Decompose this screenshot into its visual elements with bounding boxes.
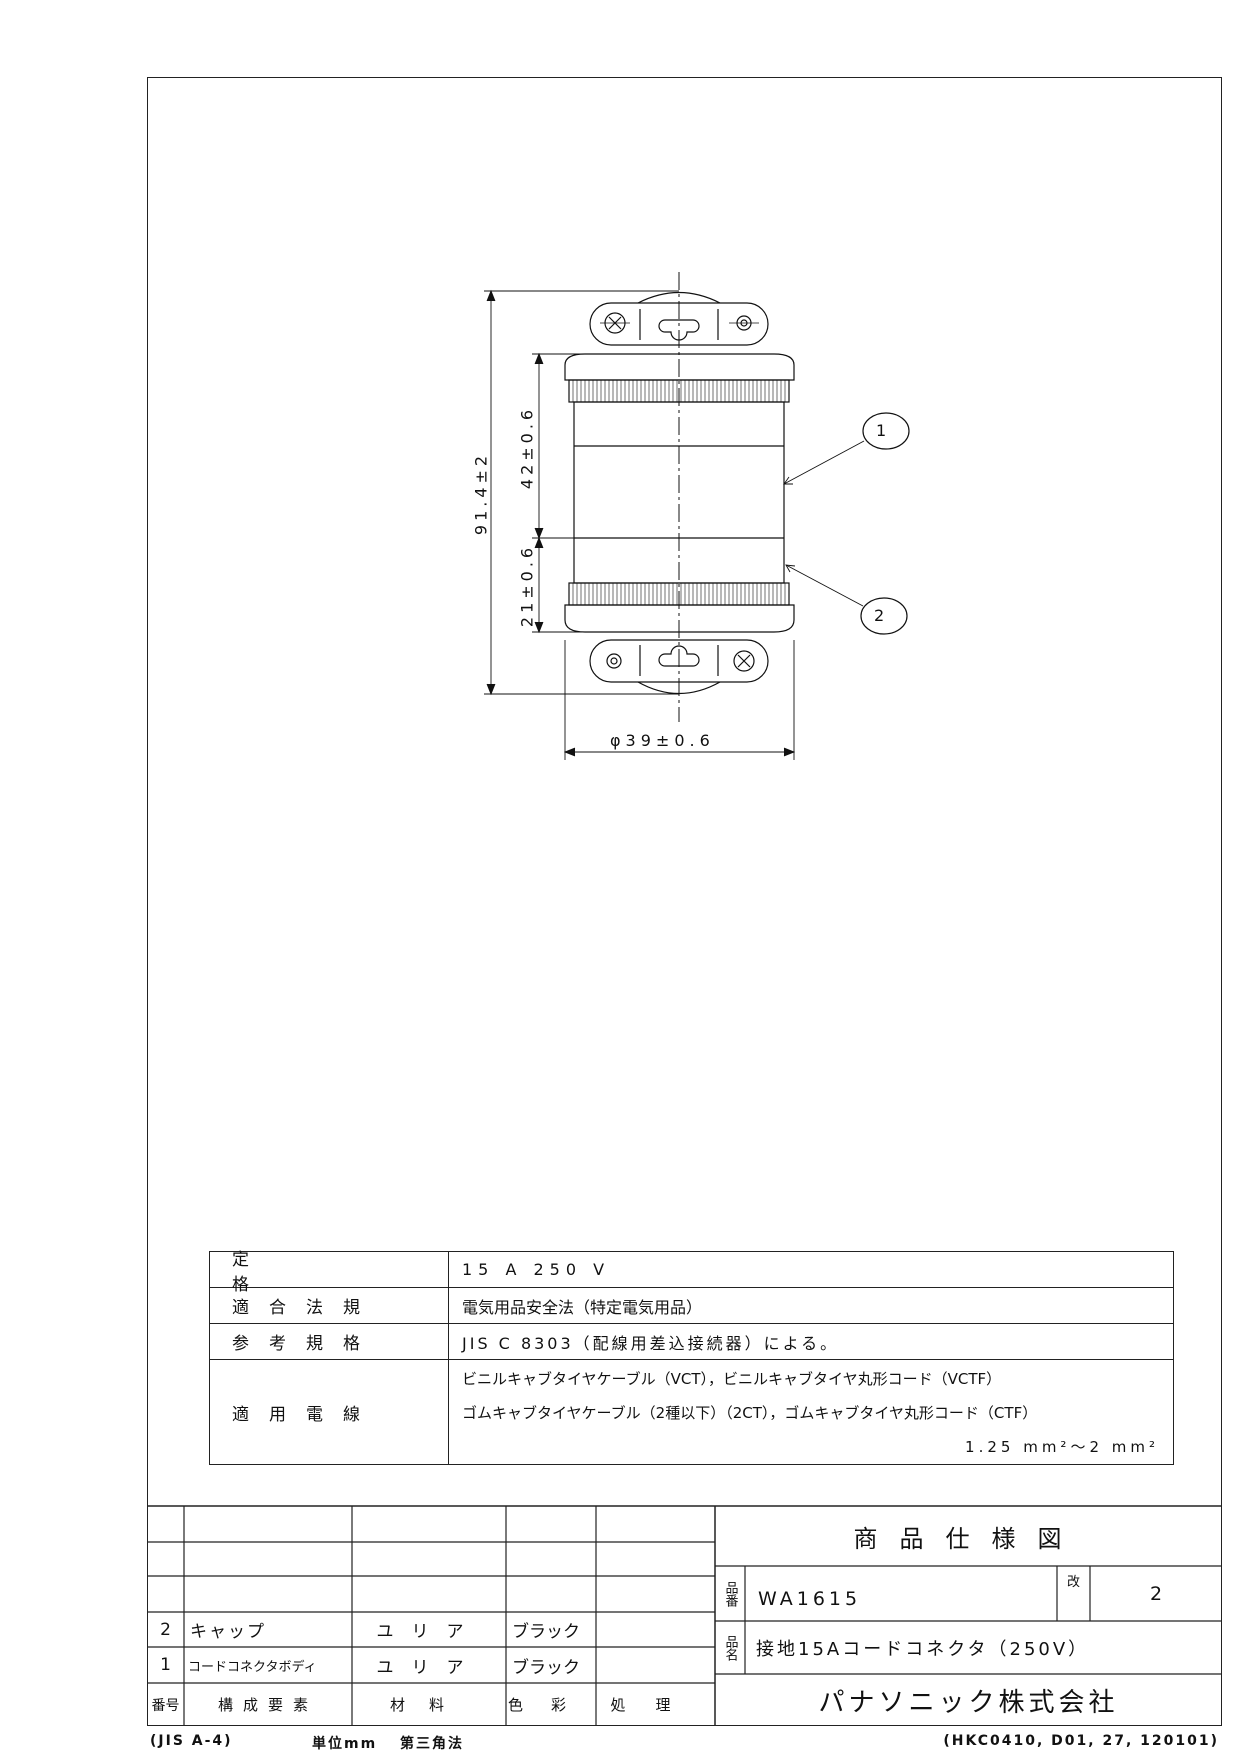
spec-value: JIS C 8303（配線用差込接続器）による。 xyxy=(462,1333,840,1353)
part-component: コードコネクタボディ xyxy=(188,1659,317,1675)
spec-value-line: ビニルキャブタイヤケーブル（VCT），ビニルキャブタイヤ丸形コード（VCTF） xyxy=(462,1370,1002,1388)
part-number-label: 品番 xyxy=(722,1580,738,1607)
bottom-keyhole-icon xyxy=(658,645,700,667)
top-dome xyxy=(637,291,721,304)
spec-value-line: 1.25 mm²～2 mm² xyxy=(965,1438,1159,1456)
spec-label: 適合法規 xyxy=(210,1288,449,1323)
revision: 2 xyxy=(1149,1582,1163,1605)
dim-diameter-label: φ39±0.6 xyxy=(610,731,715,750)
balloon-1 xyxy=(862,412,910,450)
leader-1 xyxy=(783,440,865,485)
footer-paper-size: (JIS A-4) xyxy=(150,1733,233,1749)
header-component: 構成要素 xyxy=(217,1696,318,1714)
part-no: 1 xyxy=(160,1655,171,1675)
spec-row-rating: 定格 15 A 250 V xyxy=(210,1250,1173,1295)
spec-row-cable: 適用電線 ビニルキャブタイヤケーブル（VCT），ビニルキャブタイヤ丸形コード（V… xyxy=(210,1360,1173,1464)
spec-value: 15 A 250 V xyxy=(462,1260,611,1279)
top-flange xyxy=(589,302,769,346)
bottom-screw-round-icon xyxy=(606,653,622,669)
part-color: ブラック xyxy=(512,1657,580,1678)
spec-row-law: 適合法規 電気用品安全法（特定電気用品） xyxy=(210,1288,1173,1324)
spec-row-standard: 参考規格 JIS C 8303（配線用差込接続器）による。 xyxy=(210,1324,1173,1360)
company-name: パナソニック株式会社 xyxy=(818,1687,1119,1718)
part-material: ユリア xyxy=(376,1657,482,1678)
bottom-screw-cross-icon xyxy=(733,650,755,672)
drawing-frame xyxy=(147,77,1222,1726)
spec-label: 参考規格 xyxy=(210,1324,449,1359)
top-keyhole-icon xyxy=(658,319,700,341)
spec-value: 電気用品安全法（特定電気用品） xyxy=(462,1297,703,1317)
drawing-title: 商品仕様図 xyxy=(853,1524,1084,1553)
footer-projection: 第三角法 xyxy=(400,1736,464,1752)
footer-unit: 単位mm xyxy=(312,1736,378,1752)
header-treatment: 処理 xyxy=(610,1696,701,1714)
product-name-label: 品名 xyxy=(722,1634,738,1661)
balloon-1-label: 1 xyxy=(876,421,887,440)
part-component: キャップ xyxy=(190,1622,266,1642)
top-cap xyxy=(564,353,795,381)
part-number: WA1615 xyxy=(758,1588,862,1610)
spec-value-line: ゴムキャブタイヤケーブル（2種以下）（2CT），ゴムキャブタイヤ丸形コード（CT… xyxy=(462,1404,1038,1422)
bottom-cap xyxy=(564,604,795,633)
product-name: 接地15Aコードコネクタ（250V） xyxy=(756,1638,1090,1660)
balloon-2-label: 2 xyxy=(874,606,885,625)
part-material: ユリア xyxy=(376,1622,482,1642)
spec-label: 適用電線 xyxy=(210,1360,449,1464)
leader-2 xyxy=(785,564,864,607)
footer-doc-code: (HKC0410, D01, 27, 120101) xyxy=(943,1733,1219,1749)
balloon-2 xyxy=(860,597,908,635)
header-color: 色彩 xyxy=(507,1696,594,1714)
part-color: ブラック xyxy=(512,1622,580,1642)
header-no: 番号 xyxy=(151,1697,180,1714)
part-no: 2 xyxy=(160,1619,171,1640)
bottom-flange xyxy=(589,639,769,683)
spec-table: 定格 15 A 250 V 適合法規 電気用品安全法（特定電気用品） 参考規格 … xyxy=(209,1250,1174,1465)
revision-label: 改 xyxy=(1066,1574,1080,1590)
header-material: 材料 xyxy=(389,1696,468,1714)
